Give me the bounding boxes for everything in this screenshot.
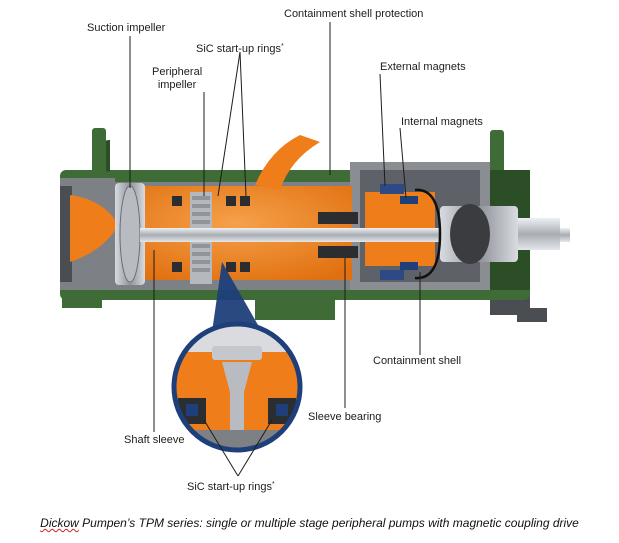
suction-impeller <box>115 183 145 285</box>
zoom-connector <box>212 262 262 332</box>
label-internal-magnets: Internal magnets <box>401 116 483 128</box>
label-shaft-sleeve: Shaft sleeve <box>124 434 185 446</box>
sleeve-bearing <box>318 212 358 258</box>
label-suction-impeller: Suction impeller <box>87 22 166 34</box>
containment-shell <box>414 188 442 280</box>
inlet-flange <box>60 178 118 290</box>
outlet-channel <box>255 135 320 190</box>
label-containment-shell: Containment shell <box>373 355 462 367</box>
detail-zoom-circle <box>171 321 303 453</box>
internal-magnets <box>400 196 418 270</box>
casing-eyebolt-right <box>490 130 504 176</box>
label-external-magnets: External magnets <box>380 61 466 73</box>
label-sic-rings-top-text: SiC start-up rings <box>196 43 281 55</box>
fluid-regions <box>122 135 435 280</box>
caption-brand: Dickow <box>40 516 79 530</box>
pump-shaft <box>140 204 570 264</box>
casing-eyebolt-left <box>92 128 106 176</box>
label-sic-rings-top-footnote-mark: * <box>280 43 284 50</box>
label-containment-shell-protection: Containment shell protection <box>284 8 424 20</box>
label-sleeve-bearing: Sleeve bearing <box>308 411 382 423</box>
external-magnets <box>380 184 404 280</box>
caption-text: Pumpen’s TPM series: single or multiple … <box>78 516 579 530</box>
sic-rings <box>172 196 250 272</box>
label-sic-start-up-rings-bottom: SiC start-up rings* <box>187 478 275 494</box>
label-sic-start-up-rings-top: SiC start-up rings* <box>196 40 284 56</box>
label-peripheral-impeller-line2: impeller <box>157 79 197 91</box>
label-peripheral-impeller-line1: Peripheral <box>152 66 203 78</box>
leader-lines <box>129 22 421 477</box>
label-sic-rings-bottom-footnote-mark: * <box>271 481 275 488</box>
label-sic-rings-bottom-text: SiC start-up rings <box>187 481 272 493</box>
figure-caption: Dickow Pumpen’s TPM series: single or mu… <box>0 516 619 530</box>
